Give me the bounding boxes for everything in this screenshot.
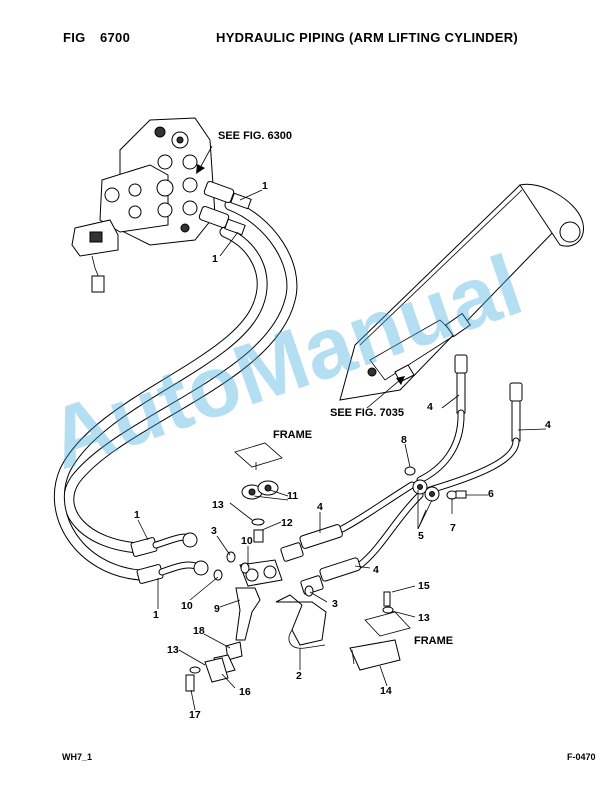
part-ref-fitting-18: 18 [193,625,205,637]
callout-see-fig-7035: SEE FIG. 7035 [330,407,404,419]
part-ref-bracket-14: 14 [380,685,392,697]
page-title: HYDRAULIC PIPING (ARM LIFTING CYLINDER) [216,30,519,45]
part-ref-washer-13-right: 13 [418,612,430,624]
arm-lifting-cylinder [339,183,584,401]
part-ref-clamp-11: 11 [287,490,298,502]
clamp-upper-frame [234,442,283,543]
part-ref-hose-cyl-right: 4 [545,419,551,431]
leader-lines [137,145,547,711]
hose-long-pair [53,199,298,581]
part-ref-hose-lower-lower: 1 [153,609,159,621]
callout-frame-upper: FRAME [273,429,312,441]
figure-label: FIG [63,30,86,45]
part-ref-tube-middle: 4 [317,501,323,513]
part-ref-bolt-8: 8 [401,434,407,446]
part-ref-elbow-9: 9 [214,603,220,615]
bracket-lower-frame [349,591,411,671]
part-ref-hose-cyl-left: 4 [427,401,433,413]
part-ref-washer-7: 7 [450,522,456,534]
part-ref-washer-13-lower: 13 [167,644,179,656]
part-ref-bolt-15: 15 [418,580,430,592]
part-ref-washer-13-upper: 13 [212,499,224,511]
central-fittings [213,551,327,675]
part-ref-bolt-12: 12 [281,517,293,529]
part-ref-oring-10-left: 10 [181,600,193,612]
callout-see-fig-6300: SEE FIG. 6300 [218,130,292,142]
footer-left-code: WH7_1 [62,752,93,762]
clamp-lower-left [185,657,229,692]
part-ref-hose-lower-upper: 1 [134,509,140,521]
figure-number: 6700 [100,30,131,45]
control-valve-assembly [71,117,216,293]
cylinder-hoses [336,354,523,569]
callout-frame-lower: FRAME [414,635,453,647]
part-ref-hose-valve-lower: 1 [212,253,218,265]
part-ref-oring-10-right: 10 [241,535,253,547]
part-ref-tube-lower: 4 [373,564,379,576]
hose-fittings-valve-side [198,180,252,236]
part-ref-oring-3-lower: 3 [332,598,338,610]
part-ref-oring-3-upper: 3 [211,525,217,537]
tube-assembly-middle [280,479,440,595]
hose-fittings-lower-side [130,532,209,584]
part-ref-hose-valve-upper: 1 [262,180,268,192]
footer-right-code: F-0470 [567,752,596,762]
part-ref-pipe-2: 2 [296,670,302,682]
part-ref-bolt-6: 6 [488,488,494,500]
part-ref-clamp-5: 5 [418,530,424,542]
part-ref-bolt-17: 17 [189,709,201,721]
part-ref-clamp-16: 16 [239,686,251,698]
